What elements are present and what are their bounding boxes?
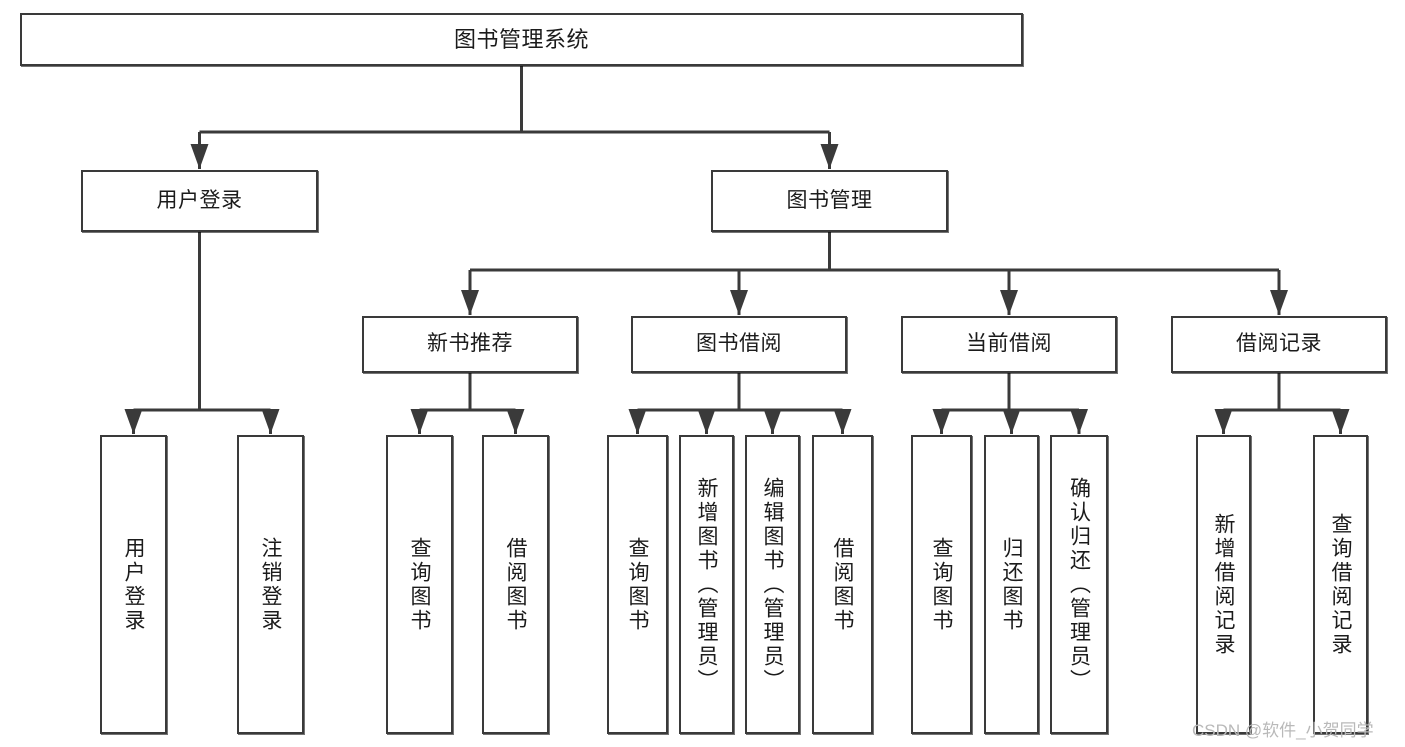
arrowhead-l4_10 <box>1070 409 1088 434</box>
node-box-l4_1[interactable]: 注销登录 <box>237 435 304 734</box>
arrowhead-l3_3 <box>1270 290 1288 315</box>
node-box-root[interactable]: 图书管理系统 <box>20 13 1023 66</box>
node-box-l4_6[interactable]: 编辑图书（管理员） <box>745 435 800 734</box>
node-box-l3_3[interactable]: 借阅记录 <box>1171 316 1387 373</box>
node-box-l4_11[interactable]: 新增借阅记录 <box>1196 435 1251 734</box>
node-box-l4_7[interactable]: 借阅图书 <box>812 435 873 734</box>
arrowhead-l2_0 <box>190 144 209 169</box>
node-box-l4_4[interactable]: 查询图书 <box>607 435 668 734</box>
node-box-l4_9[interactable]: 归还图书 <box>984 435 1039 734</box>
node-label-l4_7: 借阅图书 <box>831 536 854 633</box>
node-label-l2_0: 用户登录 <box>156 188 243 212</box>
node-box-l4_10[interactable]: 确认归还（管理员） <box>1050 435 1108 734</box>
node-label-l3_0: 新书推荐 <box>427 332 513 356</box>
arrowhead-l3_1 <box>730 290 748 315</box>
node-box-l2_1[interactable]: 图书管理 <box>711 170 948 232</box>
arrowhead-l4_0 <box>124 409 143 434</box>
node-label-l4_2: 查询图书 <box>408 536 431 633</box>
node-label-root: 图书管理系统 <box>453 26 589 52</box>
node-box-l2_0[interactable]: 用户登录 <box>81 170 318 232</box>
arrowhead-l4_9 <box>1002 409 1021 434</box>
node-label-l4_3: 借阅图书 <box>504 536 527 633</box>
node-label-l4_5: 新增图书（管理员） <box>695 476 718 693</box>
node-label-l4_4: 查询图书 <box>626 536 649 633</box>
node-box-l4_3[interactable]: 借阅图书 <box>482 435 549 734</box>
arrowhead-l4_11 <box>1214 409 1233 434</box>
node-box-l3_0[interactable]: 新书推荐 <box>362 316 578 373</box>
node-label-l4_1: 注销登录 <box>259 536 282 633</box>
arrowhead-l4_2 <box>410 409 429 434</box>
arrowhead-l4_5 <box>697 409 716 434</box>
node-label-l2_1: 图书管理 <box>786 188 873 212</box>
node-label-l3_3: 借阅记录 <box>1236 332 1322 356</box>
csdn-watermark: CSDN @软件_小贺同学 <box>1192 721 1374 740</box>
node-label-l4_6: 编辑图书（管理员） <box>761 476 784 693</box>
arrowhead-l4_7 <box>833 409 852 434</box>
node-label-l4_11: 新增借阅记录 <box>1212 512 1235 657</box>
node-box-l4_0[interactable]: 用户登录 <box>100 435 167 734</box>
arrowhead-l3_2 <box>1000 290 1018 315</box>
node-box-l4_2[interactable]: 查询图书 <box>386 435 453 734</box>
node-label-l3_1: 图书借阅 <box>696 332 782 356</box>
arrowhead-l4_12 <box>1331 409 1350 434</box>
node-label-l4_10: 确认归还（管理员） <box>1067 476 1091 693</box>
node-label-l4_8: 查询图书 <box>930 536 953 633</box>
node-label-l4_9: 归还图书 <box>1000 536 1023 633</box>
arrowhead-l4_1 <box>261 409 280 434</box>
arrowhead-l4_8 <box>932 409 951 434</box>
node-box-l3_1[interactable]: 图书借阅 <box>631 316 847 373</box>
node-label-l4_12: 查询借阅记录 <box>1329 512 1352 657</box>
arrowhead-l2_1 <box>820 144 839 169</box>
node-box-l4_12[interactable]: 查询借阅记录 <box>1313 435 1368 734</box>
node-label-l4_0: 用户登录 <box>122 536 145 633</box>
arrowhead-l4_3 <box>506 409 525 434</box>
node-box-l3_2[interactable]: 当前借阅 <box>901 316 1117 373</box>
node-label-l3_2: 当前借阅 <box>966 332 1052 356</box>
arrowhead-l4_6 <box>763 409 782 434</box>
arrowhead-l4_4 <box>628 409 647 434</box>
node-box-l4_5[interactable]: 新增图书（管理员） <box>679 435 734 734</box>
arrowhead-l3_0 <box>461 290 479 315</box>
node-box-l4_8[interactable]: 查询图书 <box>911 435 972 734</box>
